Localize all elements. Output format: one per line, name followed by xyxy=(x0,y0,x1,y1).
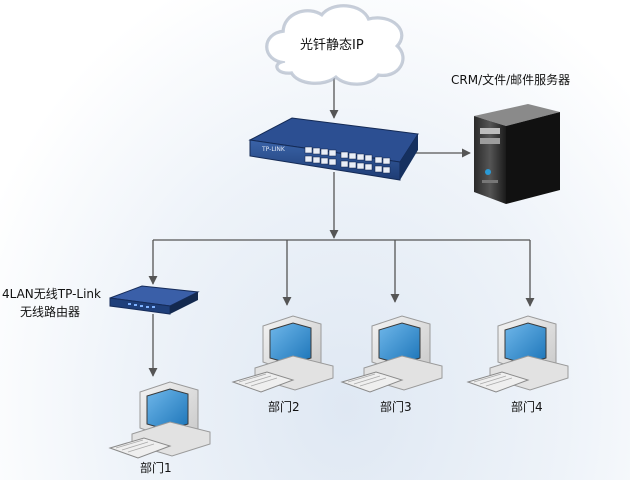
server-tower xyxy=(474,104,560,204)
dept4-computer xyxy=(467,315,569,393)
router-label-line2: 无线路由器 xyxy=(20,305,81,319)
wireless-router xyxy=(109,285,200,315)
dept1-computer xyxy=(109,381,211,459)
dept3-label: 部门3 xyxy=(380,400,412,414)
core-switch: TP-LINK xyxy=(248,117,419,181)
router-label-line1: 4LAN无线TP-Link xyxy=(2,287,101,301)
cloud-label: 光钎静态IP xyxy=(300,38,364,53)
dept1-label: 部门1 xyxy=(140,461,172,475)
internet-cloud xyxy=(265,4,405,86)
switch-brand-text: TP-LINK xyxy=(261,146,286,153)
dept4-label: 部门4 xyxy=(511,400,543,414)
dept2-label: 部门2 xyxy=(268,400,300,414)
dept2-computer xyxy=(232,315,334,393)
dept3-computer xyxy=(341,315,443,393)
server-label: CRM/文件/邮件服务器 xyxy=(451,73,571,87)
connection-lines xyxy=(148,76,535,377)
